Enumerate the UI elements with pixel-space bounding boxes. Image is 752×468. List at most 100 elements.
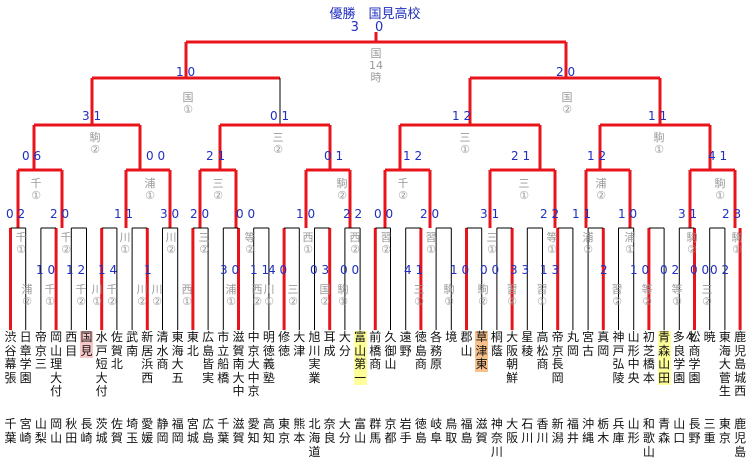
team-prefecture: 秋田 [65,417,78,445]
team-prefecture: 愛知 [247,417,260,445]
round-venue-label: 駒 ① [653,131,665,156]
team-prefecture: 茨城 [95,417,108,445]
match-score: 1 [144,263,152,277]
team-prefecture: 沖縄 [582,417,595,445]
round-venue-label: 浦 ② [582,231,594,256]
team-name: 前橋商 [369,330,382,371]
round-venue-label: 駒 ① [731,231,743,256]
match-score: 0 0 [374,207,394,221]
round-venue-label: 等 ② [244,231,256,256]
team-name: 清水商 [156,330,169,371]
match-score: 1 0 [176,65,196,79]
team-prefecture: 佐賀 [110,417,123,445]
team-name: 鹿児島城西 [734,330,747,398]
team-name: 西目 [65,330,78,358]
team-name: 明徳義塾 [262,330,275,385]
team-name: 星稜 [521,330,534,358]
match-score: 4 0 [268,263,288,277]
team-prefecture: 広島 [202,417,215,445]
round-venue-label: 三 ① [486,231,498,256]
team-prefecture: 山形 [627,417,640,445]
team-prefecture: 三重 [703,417,716,445]
match-score: 0 3 [310,263,330,277]
team-name: 水戸短大付 [95,330,108,398]
match-score: 1 0 [630,263,650,277]
match-score: 1 1 [648,109,668,123]
match-score: 1 2 [403,149,423,163]
team-prefecture: 愛媛 [141,417,154,445]
match-score: 1 1 [250,263,270,277]
round-venue-label: 三 ① [413,283,425,308]
match-score: 2 1 [206,149,226,163]
final-score: 3 0 [350,20,390,35]
round-venue-label: 三 ② [287,283,299,308]
team-name: 東海大五 [171,330,184,385]
team-prefecture: 埼玉 [126,417,139,445]
team-name: 神戸弘陵 [612,330,625,385]
round-venue-label: 川 ② [136,283,148,308]
match-score: 1 2 [66,263,86,277]
team-name: 多々良学園 [672,330,697,385]
team-prefecture: 千葉 [217,417,230,445]
team-prefecture: 山梨 [34,417,47,445]
round-venue-label: 浦 ① [624,231,636,256]
round-venue-label: 浦 ① [144,177,156,202]
team-prefecture: 福岡 [171,417,184,445]
round-venue-label: 千 ② [60,231,72,256]
team-prefecture: 長野 [688,417,701,445]
team-prefecture: 奈良 [323,417,336,445]
team-prefecture: 長崎 [80,417,93,445]
team-name: 旭川実業 [308,330,321,385]
round-venue-label: 川 ② [165,231,177,256]
match-score: 3 1 [480,207,500,221]
team-name: 山形中央 [627,330,640,385]
team-prefecture: 滋賀 [475,417,488,445]
round-venue-label: 千 ① [44,283,56,308]
match-score: 3 0 [160,207,180,221]
match-score: 2 0 [50,207,70,221]
team-name: 松商学園 [688,330,701,385]
team-prefecture: 兵庫 [612,417,625,445]
round-venue-label: 千 ① [15,231,27,256]
match-score: 2 2 [540,207,560,221]
team-prefecture: 北海道 [308,417,321,459]
match-score: 1 0 [450,263,470,277]
team-prefecture: 京都 [384,417,397,445]
match-score: 0 2 [710,263,730,277]
team-prefecture: 神奈川 [490,417,503,459]
team-prefecture: 群馬 [369,417,382,445]
team-prefecture: 滋賀 [232,417,245,445]
match-score: 1 4 [98,263,118,277]
match-score: 0 6 [22,149,42,163]
team-prefecture: 東京 [278,417,291,445]
round-venue-label: 等 ① [671,283,683,308]
round-venue-label: 駒 ① [337,283,349,308]
team-name: 宮古 [582,330,595,358]
match-score: 3 1 [678,207,698,221]
match-score: 1 0 [36,263,56,277]
team-prefecture: 宮城 [186,417,199,445]
round-venue-label: 千 ① [30,177,42,202]
round-venue-label: 国 ② [561,91,573,116]
champion-title: 優勝 国見高校 [329,7,421,22]
round-venue-label: 浦 ② [595,177,607,202]
team-prefecture: 岩手 [399,417,412,445]
round-venue-label: 三 ② [212,177,224,202]
team-name: 帝京三 [34,330,47,371]
team-name: 富山第一 [353,330,367,385]
team-name: 佐賀北 [110,330,123,371]
round-venue-label: 習 ② [380,231,392,256]
match-score: 2 0 [420,207,440,221]
round-venue-label: 等 ① [546,231,558,256]
team-prefecture: 徳島 [414,417,427,445]
team-name: 青森山田 [657,330,671,385]
team-prefecture: 鹿児島 [734,417,747,459]
round-venue-label: 国 ① [182,91,194,116]
team-name: 久御山 [384,330,397,371]
round-venue-label: 三 ① [459,131,471,156]
team-name: 中京大中京 [247,330,260,398]
round-venue-label: 三 ② [272,131,284,156]
team-prefecture: 大分 [338,417,351,445]
round-venue-label: 駒 ② [89,131,101,156]
round-venue-label: 駒 ① [714,177,726,202]
